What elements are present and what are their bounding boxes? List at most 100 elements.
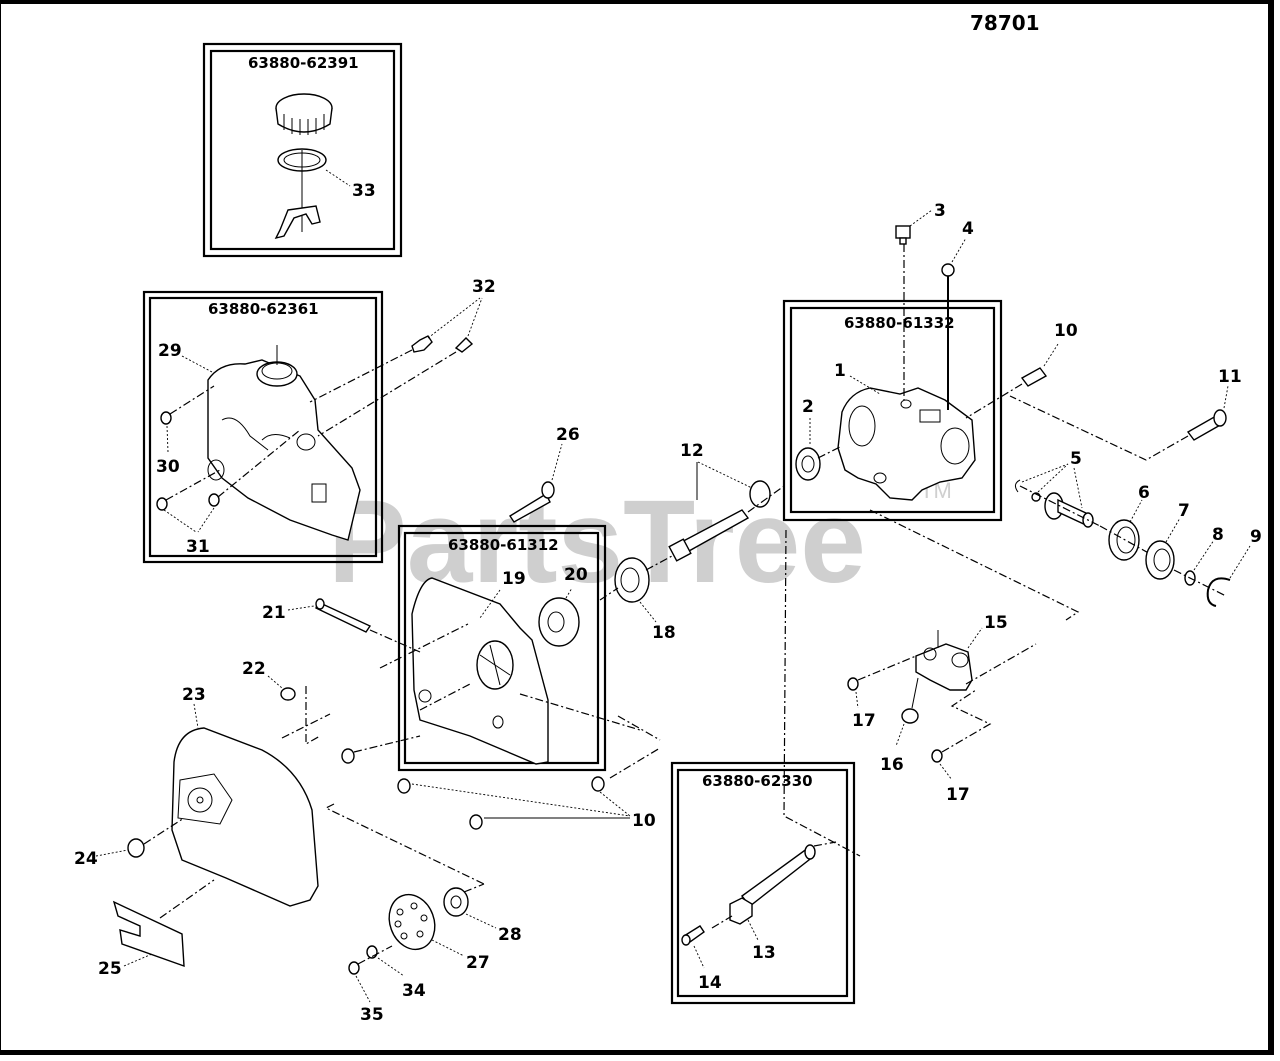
part-30-screw[interactable] <box>160 385 215 425</box>
svg-text:30: 30 <box>156 457 180 477</box>
svg-text:22: 22 <box>242 659 266 679</box>
part-26-bolt[interactable] <box>509 481 555 523</box>
part-31-nuts[interactable] <box>156 429 301 511</box>
part-23-sprocket-cover[interactable] <box>171 727 319 907</box>
callout-29: 29 <box>158 341 213 373</box>
svg-text:14: 14 <box>698 973 722 993</box>
kit-part-number: 63880-61332 <box>844 314 955 332</box>
part-11-bolt[interactable] <box>1009 395 1227 461</box>
callout-7: 7 <box>1165 501 1190 543</box>
svg-text:23: 23 <box>182 685 206 705</box>
part-24-nut[interactable] <box>127 817 185 858</box>
svg-text:8: 8 <box>1212 525 1224 545</box>
svg-text:27: 27 <box>466 953 490 973</box>
part-6-bearing[interactable] <box>1099 519 1155 561</box>
part-12-drive-shaft[interactable] <box>668 480 785 562</box>
part-1-gear-case[interactable] <box>837 387 976 501</box>
part-20-bearing[interactable] <box>538 597 580 647</box>
callout-14: 14 <box>693 945 722 993</box>
part-16-filter[interactable] <box>901 677 919 724</box>
callout-26: 26 <box>551 425 580 481</box>
part-33-oil-cap[interactable] <box>274 93 333 240</box>
part-29-oil-tank[interactable] <box>207 345 361 541</box>
part-19-side-plate[interactable] <box>411 577 549 765</box>
callout-35: 35 <box>355 975 384 1025</box>
svg-text:4: 4 <box>962 219 974 239</box>
svg-text:10: 10 <box>1054 321 1078 341</box>
svg-text:34: 34 <box>402 981 426 1001</box>
part-14-fitting[interactable] <box>681 925 705 946</box>
part-22-nut[interactable] <box>280 687 296 701</box>
part-4-clip[interactable] <box>941 263 955 410</box>
callout-27: 27 <box>431 939 490 973</box>
kit-part-number: 63880-62330 <box>702 772 813 790</box>
svg-text:10: 10 <box>632 811 656 831</box>
kit-part-number: 63880-62391 <box>248 54 359 72</box>
part-28-washer[interactable] <box>443 883 485 917</box>
kit-box-63880-62361[interactable]: 63880-62361 <box>142 290 384 564</box>
callout-18: 18 <box>639 601 676 643</box>
part-10-bolts-lower[interactable] <box>324 735 661 885</box>
svg-text:16: 16 <box>880 755 904 775</box>
callout-19: 19 <box>479 569 526 619</box>
kit-box-63880-62391[interactable]: 63880-62391 <box>202 42 403 258</box>
svg-text:21: 21 <box>262 603 286 623</box>
svg-text:20: 20 <box>564 565 588 585</box>
callout-6: 6 <box>1129 483 1150 523</box>
callout-24: 24 <box>74 849 129 869</box>
svg-text:32: 32 <box>472 277 496 297</box>
part-2-bearing[interactable] <box>795 445 843 481</box>
part-10-bolt-upper[interactable] <box>965 367 1048 419</box>
svg-text:1: 1 <box>834 361 846 381</box>
callout-4: 4 <box>951 219 974 263</box>
kit-part-number: 63880-61312 <box>448 536 559 554</box>
callout-32: 32 <box>427 277 496 339</box>
part-3-grease-fitting[interactable] <box>895 225 911 400</box>
callout-16: 16 <box>880 723 905 775</box>
svg-text:25: 25 <box>98 959 122 979</box>
kit-box-63880-62330[interactable]: 63880-62330 <box>670 761 856 1005</box>
part-27-rim-sprocket[interactable] <box>382 888 442 956</box>
part-15-oil-pump[interactable] <box>915 630 1037 691</box>
part-25-bar-plate[interactable] <box>112 879 215 968</box>
svg-text:28: 28 <box>498 925 522 945</box>
callout-2: 2 <box>802 397 814 446</box>
part-17-screws[interactable] <box>847 655 992 763</box>
part-13-oil-tube[interactable] <box>711 841 837 929</box>
part-8-washer[interactable] <box>1173 569 1227 597</box>
callout-9: 9 <box>1229 527 1262 579</box>
callout-1: 1 <box>834 361 881 395</box>
callout-15: 15 <box>967 613 1008 649</box>
part-7-bearing[interactable] <box>1145 540 1175 580</box>
part-5-shaft-assembly[interactable] <box>1014 479 1101 528</box>
callout-25: 25 <box>98 953 153 979</box>
callout-34: 34 <box>377 957 426 1001</box>
svg-text:12: 12 <box>680 441 704 461</box>
callout-17-a: 17 <box>852 691 876 731</box>
part-9-snap-ring[interactable] <box>1206 577 1231 607</box>
svg-text:11: 11 <box>1218 367 1242 387</box>
callout-10-upper: 10 <box>1043 321 1078 367</box>
callout-21: 21 <box>262 603 315 623</box>
svg-text:7: 7 <box>1178 501 1190 521</box>
diagram-id: 78701 <box>970 11 1040 35</box>
kit-box-63880-61332[interactable]: 63880-61332 <box>782 299 1003 522</box>
svg-text:5: 5 <box>1070 449 1082 469</box>
part-35-screw[interactable] <box>348 945 393 975</box>
part-18-sprocket[interactable] <box>599 555 673 603</box>
callout-11: 11 <box>1218 367 1242 409</box>
svg-text:3: 3 <box>934 201 946 221</box>
svg-text:33: 33 <box>352 181 376 201</box>
svg-text:24: 24 <box>74 849 98 869</box>
svg-text:2: 2 <box>802 397 814 417</box>
part-21-bolt[interactable] <box>315 598 421 653</box>
kit-box-63880-61312[interactable]: 63880-61312 <box>397 524 607 772</box>
part-32-bolts[interactable] <box>309 335 474 437</box>
svg-text:17: 17 <box>946 785 970 805</box>
callout-30: 30 <box>156 425 180 477</box>
callout-5: 5 <box>1021 449 1083 509</box>
callout-3: 3 <box>909 201 946 227</box>
callout-22: 22 <box>242 659 283 689</box>
